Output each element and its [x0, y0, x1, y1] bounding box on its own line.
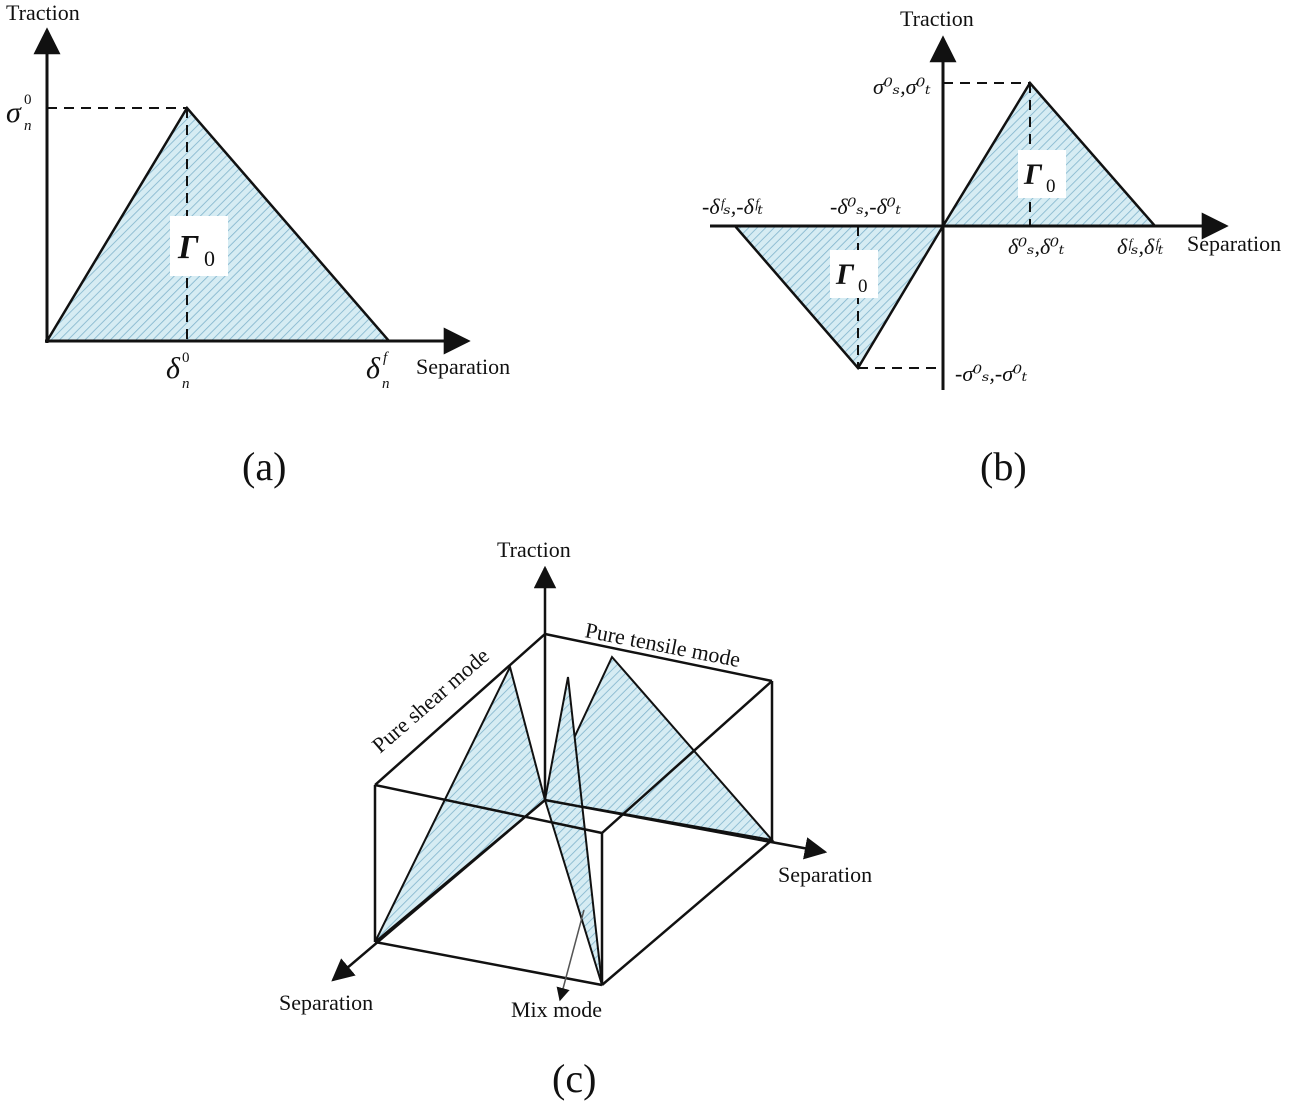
x-axis-label-b: Separation	[1187, 231, 1281, 256]
svg-text:σ: σ	[6, 96, 22, 129]
svg-text:δ: δ	[166, 352, 181, 385]
gamma-box-a	[170, 216, 228, 276]
fracture-energy-label-b-pos: Γ 0	[1023, 158, 1056, 197]
svg-text:0: 0	[24, 92, 32, 108]
box-edge	[374, 940, 603, 987]
y-axis-label-a: Traction	[6, 0, 80, 25]
mix-mode-label: Mix mode	[511, 997, 602, 1022]
svg-text:0: 0	[1046, 176, 1056, 197]
pure-tensile-label: Pure tensile mode	[583, 617, 743, 672]
svg-text:0: 0	[182, 350, 190, 366]
separation-axis-left-c	[331, 799, 546, 982]
box-edge	[601, 680, 773, 834]
separation-left-label-c: Separation	[279, 990, 373, 1015]
panel-a: Traction Separation σ n 0 δ n 0 δ n f Γ …	[6, 0, 510, 489]
gamma-box-b-pos	[1018, 150, 1066, 198]
gamma-box-b-neg	[830, 250, 878, 298]
box-edge	[374, 783, 603, 835]
caption-a: (a)	[242, 444, 286, 489]
svg-text:f: f	[383, 350, 389, 366]
separation-axis-right-c	[544, 798, 828, 860]
fracture-energy-label-b-neg: Γ 0	[835, 258, 868, 297]
onset-separation-label-a: δ n 0	[166, 350, 190, 392]
x-axis-label-a: Separation	[416, 354, 510, 379]
neg-failure-label-b: -δᶠₛ,-δᶠₜ	[702, 194, 764, 219]
box-edge	[601, 839, 773, 986]
failure-separation-label-a: δ n f	[366, 350, 390, 392]
box-edge	[374, 633, 546, 786]
pos-peak-label-b: σ⁰ₛ,σ⁰ₜ	[873, 74, 931, 99]
peak-stress-label-a: σ n 0	[6, 92, 32, 134]
svg-text:δ: δ	[366, 352, 381, 385]
caption-c: (c)	[552, 1056, 596, 1101]
y-axis-label-b: Traction	[900, 6, 974, 31]
svg-text:Γ: Γ	[1023, 158, 1043, 191]
mix-mode-triangle	[543, 676, 603, 986]
neg-onset-label-b: -δ⁰ₛ,-δ⁰ₜ	[830, 194, 902, 219]
mix-mode-pointer	[556, 909, 585, 1002]
pos-onset-label-b: δ⁰ₛ,δ⁰ₜ	[1008, 234, 1065, 259]
caption-b: (b)	[980, 444, 1027, 489]
traction-axis-label-c: Traction	[497, 537, 571, 562]
svg-text:n: n	[24, 118, 32, 134]
pos-failure-label-b: δᶠₛ,δᶠₜ	[1117, 234, 1164, 259]
box-edge	[544, 632, 773, 683]
panel-c: Traction Separation Separation Pure shea…	[279, 537, 872, 1101]
neg-peak-label-b: -σ⁰ₛ,-σ⁰ₜ	[955, 361, 1028, 386]
svg-text:0: 0	[858, 276, 868, 297]
svg-text:0: 0	[204, 246, 215, 271]
svg-text:Γ: Γ	[835, 258, 855, 291]
panel-b: Traction Separation σ⁰ₛ,σ⁰ₜ -σ⁰ₛ,-σ⁰ₜ δ⁰…	[702, 6, 1281, 489]
svg-text:n: n	[182, 376, 190, 392]
svg-text:Γ: Γ	[177, 229, 199, 266]
separation-right-label-c: Separation	[778, 862, 872, 887]
svg-text:n: n	[382, 376, 390, 392]
fracture-energy-label-a: Γ 0	[177, 229, 215, 271]
